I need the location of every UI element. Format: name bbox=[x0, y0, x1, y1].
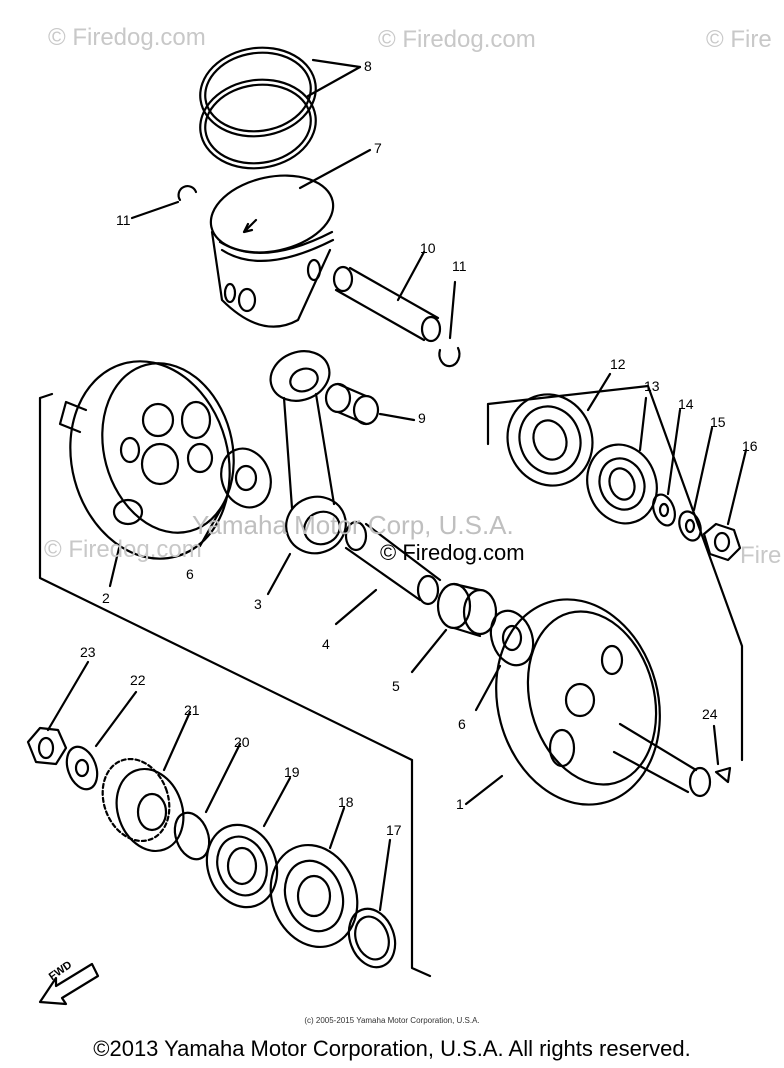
washer-22 bbox=[65, 690, 138, 791]
crank-half-right bbox=[464, 598, 732, 806]
bearing-18 bbox=[269, 806, 359, 949]
callout-4: 4 bbox=[322, 636, 330, 652]
callout-19: 19 bbox=[284, 764, 300, 780]
left-group-bracket bbox=[38, 392, 432, 978]
right-group-bracket bbox=[486, 384, 744, 762]
big-end-bearing bbox=[410, 582, 498, 674]
callout-16: 16 bbox=[742, 438, 758, 454]
callout-13: 13 bbox=[644, 378, 660, 394]
primary-gear-21 bbox=[101, 710, 192, 853]
watermark: © Firedog.com bbox=[48, 24, 206, 51]
watermark: © Firedog.com bbox=[380, 540, 525, 565]
connecting-rod bbox=[266, 350, 347, 596]
callout-2: 2 bbox=[102, 590, 110, 606]
callout-7: 7 bbox=[374, 140, 382, 156]
callout-14: 14 bbox=[678, 396, 694, 412]
small-end-bearing bbox=[324, 382, 416, 426]
watermark-center: Yamaha Motor Corp, U.S.A. bbox=[192, 510, 514, 540]
callout-22: 22 bbox=[130, 672, 146, 688]
callout-17: 17 bbox=[386, 822, 402, 838]
callout-1: 1 bbox=[456, 796, 464, 812]
watermark: © Firedog.com bbox=[44, 536, 202, 563]
thrust-washer-left bbox=[198, 447, 272, 548]
circlip-20 bbox=[173, 742, 242, 861]
piston-pin bbox=[332, 250, 442, 343]
callout-5: 5 bbox=[392, 678, 400, 694]
clips bbox=[130, 185, 461, 368]
washer-15 bbox=[678, 426, 714, 542]
callout-11b: 11 bbox=[452, 258, 467, 274]
shim-17 bbox=[347, 838, 397, 969]
callout-21: 21 bbox=[184, 702, 200, 718]
nut-16 bbox=[702, 448, 748, 562]
watermark: Fire bbox=[740, 542, 782, 569]
watermark: © Firedog.com bbox=[378, 26, 536, 53]
callout-9: 9 bbox=[418, 410, 426, 426]
watermark: © Fire bbox=[706, 26, 772, 53]
bearing-12 bbox=[506, 372, 612, 487]
callout-20: 20 bbox=[234, 734, 250, 750]
piston-rings bbox=[199, 46, 362, 170]
washer-14 bbox=[652, 408, 682, 527]
callout-6: 6 bbox=[186, 566, 194, 582]
callout-8: 8 bbox=[364, 58, 372, 74]
oil-seal-13 bbox=[586, 396, 658, 525]
callout-12: 12 bbox=[610, 356, 626, 372]
forward-arrow-icon bbox=[38, 962, 100, 1006]
callout-6b: 6 bbox=[458, 716, 466, 732]
nut-23 bbox=[26, 660, 90, 766]
callout-15: 15 bbox=[710, 414, 726, 430]
callout-11: 11 bbox=[116, 212, 131, 228]
oil-seal-19 bbox=[205, 776, 292, 909]
callout-10: 10 bbox=[420, 240, 436, 256]
crank-half-left bbox=[58, 360, 235, 588]
callout-24: 24 bbox=[702, 706, 718, 722]
piston bbox=[209, 148, 372, 328]
crank-pin bbox=[334, 520, 442, 626]
callout-23: 23 bbox=[80, 644, 96, 660]
callout-18: 18 bbox=[338, 794, 354, 810]
callout-3: 3 bbox=[254, 596, 262, 612]
copyright-main: ©2013 Yamaha Motor Corporation, U.S.A. A… bbox=[93, 1036, 691, 1061]
copyright-small: (c) 2005-2015 Yamaha Motor Corporation, … bbox=[304, 1016, 480, 1025]
